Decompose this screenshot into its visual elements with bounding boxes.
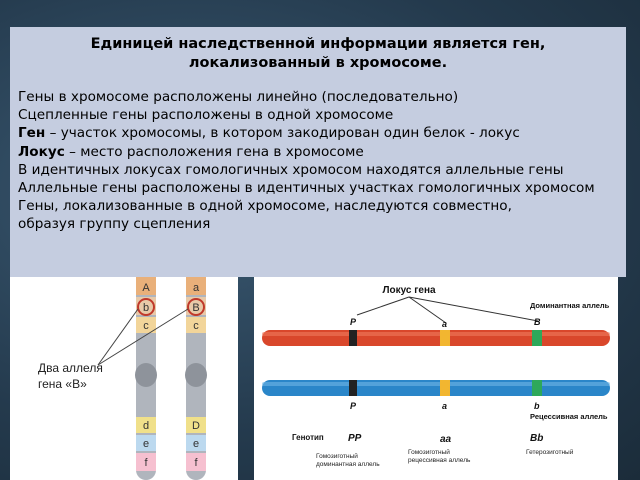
allele-label: a <box>442 319 447 329</box>
gene-label: a <box>193 282 200 294</box>
text-line: Аллельные гены расположены в идентичных … <box>18 180 595 197</box>
gene-label: d <box>143 420 149 432</box>
text-line: Ген – участок хромосомы, в котором закод… <box>18 125 520 142</box>
pointer-line <box>97 308 189 366</box>
right-chromosome: a B c D e f <box>185 277 207 480</box>
genotype-description: доминантная аллель <box>316 461 380 468</box>
genotype-value: aa <box>440 434 452 445</box>
slide-heading: Единицей наследственной информации являе… <box>90 36 546 71</box>
text-line: образуя группу сцепления <box>18 216 211 233</box>
text-line: Гены, локализованные в одной хромосоме, … <box>18 198 512 215</box>
gene-label: c <box>193 320 199 332</box>
gene-label: c <box>143 320 149 332</box>
top-chromosome <box>262 330 610 346</box>
homologous-chromosomes-figure: A b c d e f a B c D e f Два алле <box>10 277 238 480</box>
allele-label: P <box>350 401 357 411</box>
allele-label: P <box>350 317 357 327</box>
allele-label: b <box>534 401 540 411</box>
gene-label: b <box>143 302 149 314</box>
text-line: Локус – место расположения гена в хромос… <box>18 143 364 160</box>
pointer-line <box>97 308 139 366</box>
genotype-description: Гомозиготный <box>316 452 358 460</box>
allele-label: B <box>534 317 541 327</box>
genotype-label: Генотип <box>292 433 324 442</box>
gene-label: B <box>192 302 199 314</box>
bottom-chromosome <box>262 380 610 396</box>
allele-caption: гена «В» <box>38 377 87 391</box>
allele-label: a <box>442 401 447 411</box>
locus-title: Локус гена <box>382 285 436 296</box>
text-panel: Единицей наследственной информации являе… <box>10 27 626 277</box>
left-chromosome: A b c d e f <box>135 277 157 480</box>
recessive-label: Рецессивная аллель <box>530 412 608 421</box>
locus-diagram: Локус гена Доминантная аллель P a B P a … <box>254 277 618 480</box>
genotype-description: Гомозиготный <box>408 448 450 456</box>
allele-caption: Два аллеля <box>38 361 103 375</box>
dominant-label: Доминантная аллель <box>530 301 610 310</box>
genotype-description: рецессивная аллель <box>408 457 471 464</box>
genotype-description: Гетерозиготный <box>526 448 574 456</box>
gene-label: e <box>143 438 149 450</box>
gene-label: D <box>192 420 200 432</box>
genotype-value: Bb <box>530 433 543 444</box>
gene-label: A <box>142 282 150 294</box>
gene-label: f <box>144 457 148 469</box>
text-line: В идентичных локусах гомологичных хромос… <box>18 161 564 178</box>
text-line: Сцепленные гены расположены в одной хром… <box>18 107 394 124</box>
gene-label: e <box>193 438 199 450</box>
gene-label: f <box>194 457 198 469</box>
text-line: Гены в хромосоме расположены линейно (по… <box>18 89 459 105</box>
genotype-value: PP <box>348 433 362 444</box>
